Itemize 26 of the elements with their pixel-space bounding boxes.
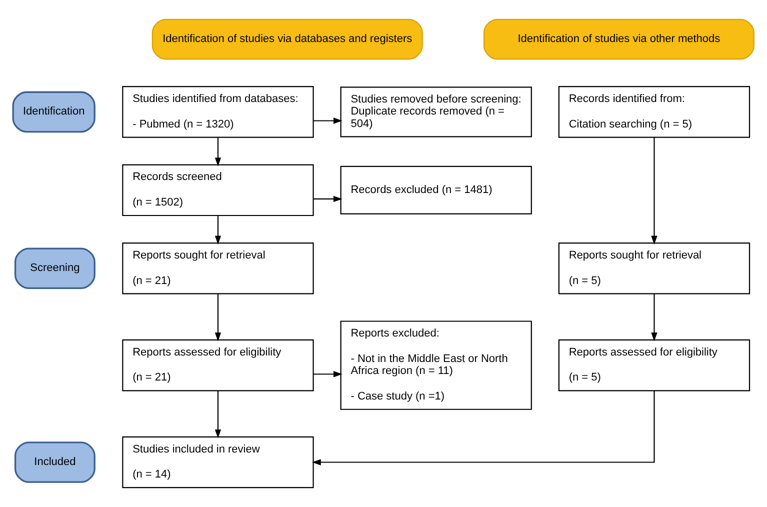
node-box: Reports assessed for eligibility (n = 5)	[558, 339, 750, 392]
node-box: Screening	[14, 248, 96, 290]
node-box: Identification of studies via databases and registers	[152, 18, 423, 60]
node-box: Reports excluded: - Not in the Middle East or North Africa region (n = 11) - Case study (n =1)	[340, 320, 532, 410]
arrow	[313, 196, 342, 202]
node-box: Identification of studies via other methods	[483, 18, 754, 60]
arrow	[313, 118, 342, 124]
node-box: Studies identified from databases: - Pubmed (n = 1320)	[122, 86, 314, 138]
node-box: Studies included in review (n = 14)	[122, 436, 314, 488]
node-box: Identification	[12, 91, 96, 133]
node-box: Reports sought for retrieval (n = 5)	[558, 242, 750, 294]
arrow	[651, 137, 658, 245]
arrow	[214, 216, 222, 245]
node-box: Records screened (n = 1502)	[122, 164, 314, 216]
node-box: Studies removed before screening: Duplicate records removed (n = 504)	[340, 86, 532, 138]
arrow	[651, 294, 658, 342]
arrow	[313, 371, 342, 378]
node-box: Records identified from: Citation searching (n = 5)	[558, 86, 750, 138]
node-box: Reports assessed for eligibility (n = 21)	[122, 339, 314, 392]
arrow	[312, 390, 655, 466]
arrow	[214, 390, 222, 438]
node-box: Reports sought for retrieval (n = 21)	[122, 242, 314, 294]
arrow	[214, 138, 222, 166]
node-box: Records excluded (n = 1481)	[340, 166, 532, 214]
arrow	[214, 294, 222, 342]
node-box: Included	[14, 442, 96, 483]
